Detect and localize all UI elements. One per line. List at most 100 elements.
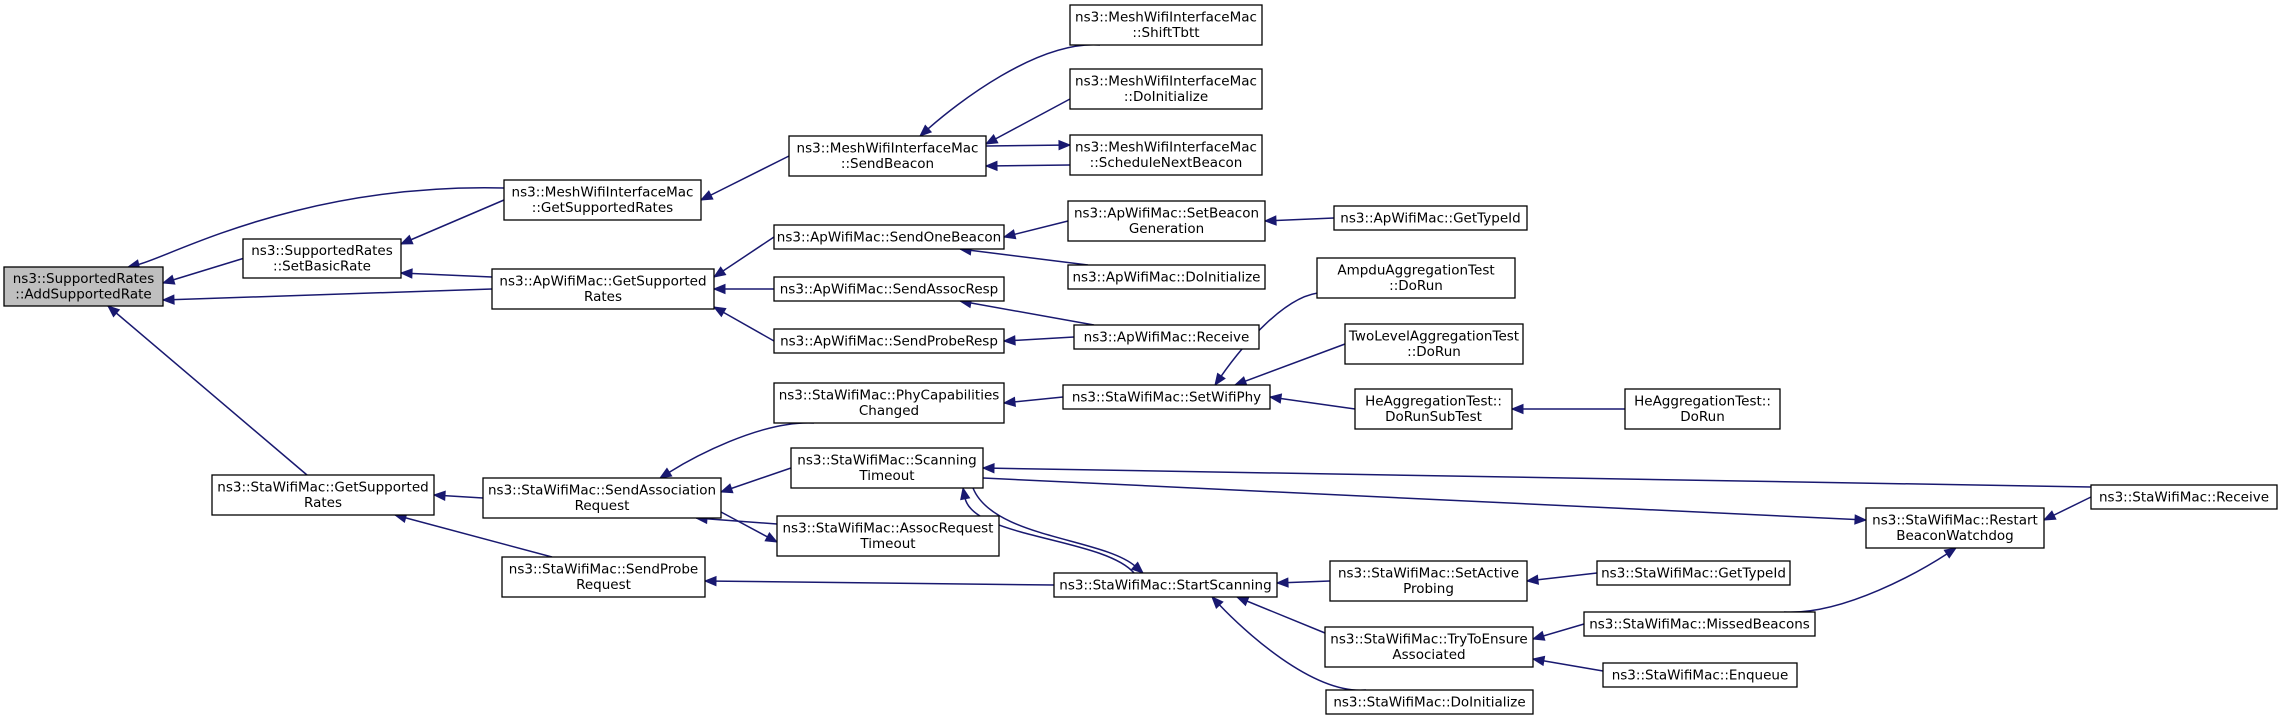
node-root[interactable]: ns3::SupportedRates::AddSupportedRate [3,266,164,307]
node-label: Rates [304,495,342,511]
node-box [1053,572,1278,598]
node-ap_getsup[interactable]: ns3::ApWifiMac::GetSupportedRates [491,268,715,310]
node-sta_setwifiphy[interactable]: ns3::StaWifiMac::SetWifiPhy [1062,384,1271,410]
edge-sta_scantimeout-to-sta_restart [982,477,1868,525]
edges-layer [106,44,2092,691]
node-label: ns3::StaWifiMac::StartScanning [1059,577,1271,593]
node-sta_doinit[interactable]: ns3::StaWifiMac::DoInitialize [1325,689,1534,715]
edge-sta_gettypeid-to-sta_setactive [1525,572,1598,585]
node-mesh_getsup[interactable]: ns3::MeshWifiInterfaceMac::GetSupportedR… [503,179,702,221]
node-box [1069,68,1263,110]
node-label: ns3::ApWifiMac::GetSupported [499,274,706,290]
node-ap_receive[interactable]: ns3::ApWifiMac::Receive [1073,324,1260,350]
node-he_dorun[interactable]: HeAggregationTest::DoRun [1624,388,1781,430]
node-label: ns3::StaWifiMac::AssocRequest [783,521,994,537]
edge-sta_doinit-to-sta_startscan [1211,596,1367,691]
edge-sta_sendprobereq-to-sta_getsup [393,512,553,558]
node-box [211,474,435,516]
node-sr_setbasic[interactable]: ns3::SupportedRates::SetBasicRate [242,238,402,279]
edge-ap_sendassoc-to-ap_getsup [712,283,774,295]
node-mesh_doinit[interactable]: ns3::MeshWifiInterfaceMac::DoInitialize [1069,68,1263,110]
edge-sta_sendassocreq-to-sta_assocreqtimeout [720,511,779,543]
node-sta_enqueue[interactable]: ns3::StaWifiMac::Enqueue [1602,662,1798,688]
node-box [773,276,1005,302]
node-label: AmpduAggregationTest [1337,263,1494,279]
node-label: ::DoRun [1389,278,1443,294]
node-label: Timeout [859,536,915,552]
node-label: ns3::StaWifiMac::PhyCapabilities [779,388,1000,404]
node-box [788,135,987,177]
edge-ap_setbeacon-to-ap_sendone [1002,220,1069,240]
node-ap_doinit[interactable]: ns3::ApWifiMac::DoInitialize [1067,264,1266,290]
node-label: DoRun [1680,409,1725,425]
edge-sta_missed-to-sta_restart [1783,547,1958,613]
node-label: Timeout [858,468,914,484]
edge-sta_getsup-to-root [106,305,308,476]
node-label: ns3::MeshWifiInterfaceMac [1075,10,1257,26]
edge-sta_startscan-to-sta_scantimeout [960,486,1135,574]
node-box [1324,626,1534,668]
node-label: ns3::StaWifiMac::Restart [1872,513,2038,529]
node-sta_receive[interactable]: ns3::StaWifiMac::Receive [2090,484,2278,510]
node-mesh_schednext[interactable]: ns3::MeshWifiInterfaceMac::ScheduleNextB… [1069,134,1263,176]
node-sta_getsup[interactable]: ns3::StaWifiMac::GetSupportedRates [211,474,435,516]
node-label: ns3::SupportedRates [13,271,155,287]
node-ap_sendassoc[interactable]: ns3::ApWifiMac::SendAssocResp [773,276,1005,302]
node-box [1062,384,1271,410]
node-sta_missed[interactable]: ns3::StaWifiMac::MissedBeacons [1583,611,1816,637]
edge-ap_sendone-to-ap_getsup [712,236,775,278]
node-ap_gettypeid[interactable]: ns3::ApWifiMac::GetTypeId [1333,205,1528,231]
node-ap_sendone[interactable]: ns3::ApWifiMac::SendOneBeacon [773,224,1005,250]
node-box [1073,324,1260,350]
node-twolevel_dorun[interactable]: TwoLevelAggregationTest::DoRun [1344,323,1524,365]
node-box [773,328,1005,354]
node-label: ns3::StaWifiMac::Scanning [797,453,976,469]
node-box [1354,388,1513,430]
node-ampdu_dorun[interactable]: AmpduAggregationTest::DoRun [1316,257,1516,299]
node-box [242,238,402,279]
node-ap_sendprobe[interactable]: ns3::ApWifiMac::SendProbeResp [773,328,1005,354]
node-label: ::AddSupportedRate [15,287,151,303]
node-box [1316,257,1516,299]
edge-sta_setwifiphy-to-sta_phycap [1002,396,1064,408]
edge-sr_setbasic-to-root [161,257,244,285]
node-label: ::GetSupportedRates [532,200,673,216]
edge-sta_trytoensure-to-sta_startscan [1235,596,1326,634]
node-mesh_sendbeacon[interactable]: ns3::MeshWifiInterfaceMac::SendBeacon [788,135,987,177]
edge-twolevel_dorun-to-sta_setwifiphy [1233,343,1346,386]
node-label: Changed [859,403,919,419]
edge-ampdu_dorun-to-sta_setwifiphy [1214,292,1328,387]
edge-sta_missed-to-sta_trytoensure [1531,623,1585,641]
edge-he_dorun-to-he_dorunsub [1510,403,1625,415]
node-box [1865,507,2045,549]
edge-ap_receive-to-ap_sendprobe [1002,335,1075,346]
node-sta_startscan[interactable]: ns3::StaWifiMac::StartScanning [1053,572,1278,598]
node-label: ::ScheduleNextBeacon [1090,155,1243,171]
node-label: Rates [584,289,622,305]
node-box [1344,323,1524,365]
node-sta_gettypeid[interactable]: ns3::StaWifiMac::GetTypeId [1596,560,1791,586]
edge-mesh_doinit-to-mesh_sendbeacon [984,98,1071,145]
node-box [2090,484,2278,510]
node-box [1069,4,1263,46]
edge-sta_enqueue-to-sta_trytoensure [1531,655,1604,672]
node-he_dorunsub[interactable]: HeAggregationTest::DoRunSubTest [1354,388,1513,430]
node-box [773,382,1005,424]
node-label: ns3::StaWifiMac::SetWifiPhy [1072,389,1261,405]
node-box [503,179,702,221]
node-mesh_shifttbtt[interactable]: ns3::MeshWifiInterfaceMac::ShiftTbtt [1069,4,1263,46]
node-box [491,268,715,310]
edge-mesh_sendbeacon-to-mesh_schednext [985,139,1072,151]
node-label: ns3::StaWifiMac::GetTypeId [1601,565,1786,581]
node-label: ns3::ApWifiMac::Receive [1084,329,1250,345]
edge-sta_setactive-to-sta_startscan [1275,577,1331,588]
